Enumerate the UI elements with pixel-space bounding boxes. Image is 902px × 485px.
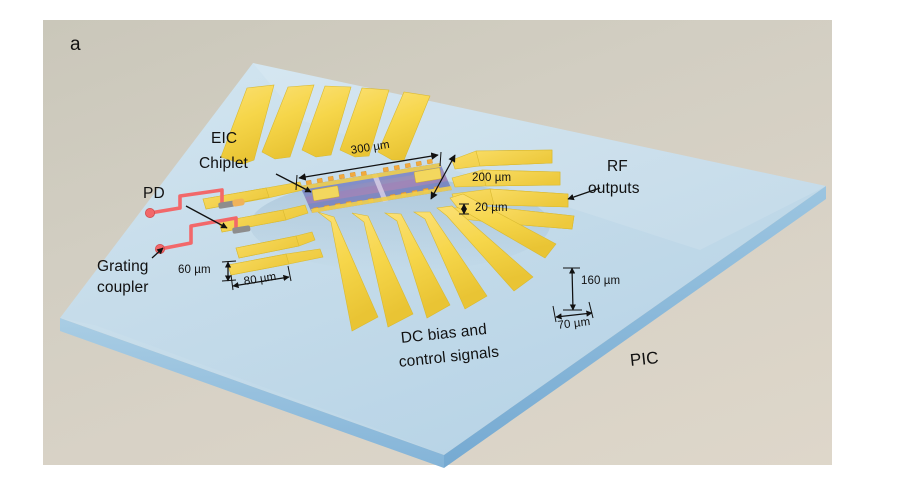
label-chiplet: Chiplet [199, 155, 248, 172]
label-rf-outputs-line2: outputs [588, 180, 640, 197]
gold-traces-bottom [317, 193, 557, 332]
label-rf-outputs-line1: RF [607, 158, 628, 175]
gold-traces-top [220, 84, 431, 165]
panel-label: a [70, 34, 81, 55]
label-pd: PD [143, 185, 165, 202]
photonic-waveguides [148, 188, 238, 251]
label-grating-coupler-line2: coupler [97, 279, 149, 296]
dimension-lines [221, 151, 594, 323]
dimension-60um: 60 µm [178, 264, 211, 276]
label-pic: PIC [629, 348, 660, 370]
dimension-160um: 160 µm [581, 275, 621, 287]
dimension-20um: 20 µm [475, 202, 508, 214]
label-grating-coupler-line1: Grating [97, 258, 149, 275]
dimension-200um: 200 µm [472, 172, 512, 184]
leader-lines [151, 173, 601, 259]
label-eic: EIC [211, 130, 238, 147]
photodiodes [218, 198, 251, 234]
